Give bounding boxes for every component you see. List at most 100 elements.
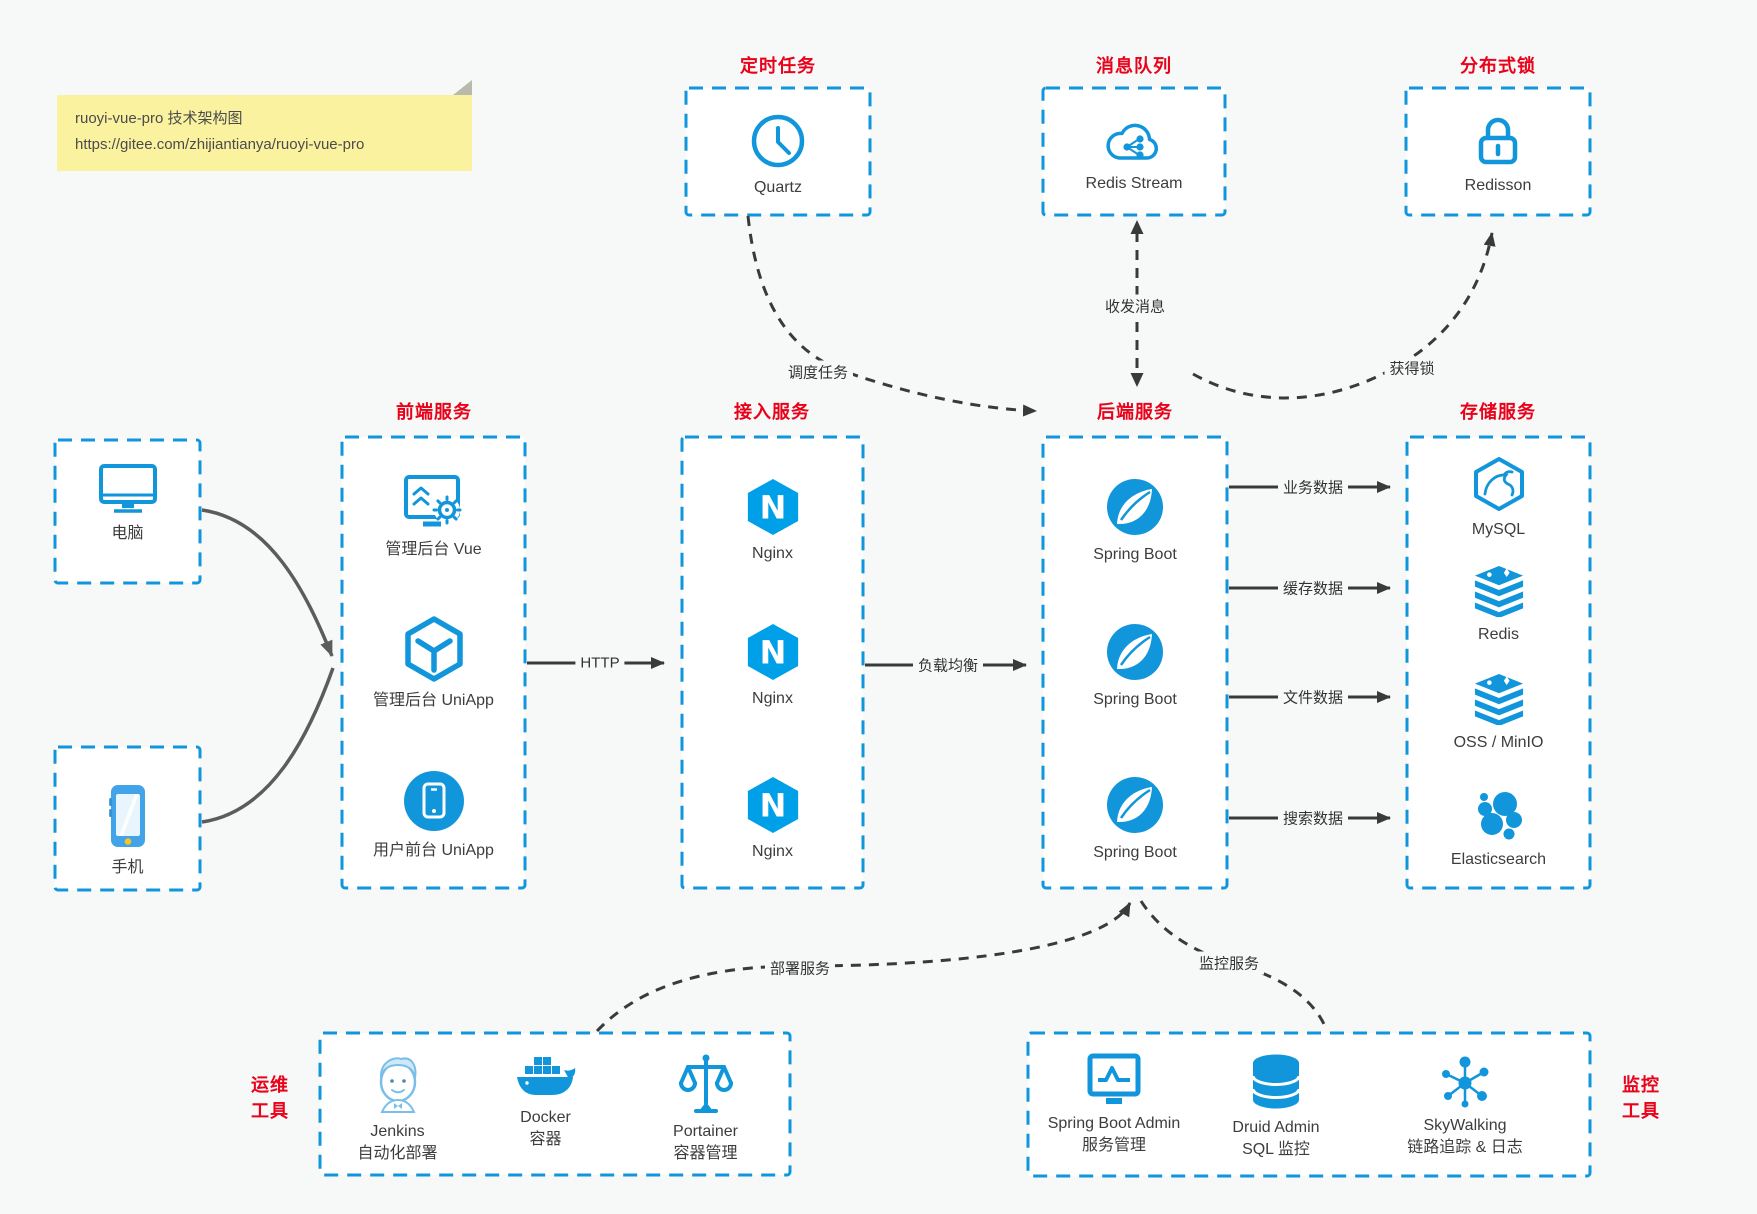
edge-label-http: HTTP <box>575 653 625 673</box>
node-jenkins: Jenkins 自动化部署 <box>330 1052 465 1164</box>
spring-boot-icon <box>1105 477 1165 537</box>
spring-boot-icon <box>1105 775 1165 835</box>
edge-schedule-task <box>746 215 1037 417</box>
node-label: 手机 <box>111 859 144 876</box>
edge-computer-to-frontend <box>201 508 334 657</box>
node-admin-vue: 管理后台 Vue <box>342 472 525 560</box>
edge-label-load-balance: 负载均衡 <box>912 653 984 677</box>
node-computer: 电脑 <box>55 462 200 544</box>
title-frontend: 前端服务 <box>396 402 472 422</box>
node-sublabel: 容器管理 <box>673 1145 738 1162</box>
portainer-scales-icon <box>677 1052 735 1116</box>
node-label: Nginx <box>752 843 793 860</box>
box-ops <box>318 1031 792 1177</box>
spring-boot-admin-icon <box>1084 1052 1144 1108</box>
node-label: Redis Stream <box>1085 175 1183 192</box>
title-dlock: 分布式锁 <box>1460 56 1536 76</box>
title-gateway: 接入服务 <box>734 402 810 422</box>
node-nginx-3: Nginx <box>682 776 863 862</box>
note-title: ruoyi-vue-pro 技术架构图 <box>75 110 243 127</box>
node-label: Spring Boot Admin <box>1047 1115 1181 1132</box>
title-mq: 消息队列 <box>1096 56 1172 76</box>
arrowhead-down-icon <box>1130 373 1144 387</box>
title-backend: 后端服务 <box>1097 402 1173 422</box>
node-label: Portainer <box>673 1123 738 1140</box>
node-label: 用户前台 UniApp <box>373 842 494 859</box>
node-label: Elasticsearch <box>1450 851 1547 868</box>
title-ops-line2: 工具 <box>251 1101 289 1121</box>
node-nginx-1: Nginx <box>682 478 863 564</box>
title-monitoring-line1: 监控 <box>1622 1075 1660 1095</box>
note-fold-icon <box>453 80 472 95</box>
computer-icon <box>96 462 160 516</box>
druid-database-icon <box>1249 1052 1303 1112</box>
node-label: Druid Admin <box>1232 1119 1320 1136</box>
node-spring-boot-2: Spring Boot <box>1043 622 1227 710</box>
node-phone: 手机 <box>55 782 200 878</box>
box-storage <box>1405 435 1592 890</box>
edge-label-cache-data: 缓存数据 <box>1277 576 1349 600</box>
edge-deploy <box>595 902 1132 1033</box>
edge-label-search-data: 搜索数据 <box>1277 806 1349 830</box>
node-sublabel: 自动化部署 <box>357 1145 438 1162</box>
user-app-icon <box>402 769 466 833</box>
node-docker: Docker 容器 <box>478 1056 613 1150</box>
edge-label-message: 收发消息 <box>1099 294 1171 318</box>
redis-stack-icon <box>1471 565 1527 617</box>
title-ops: 运维 工具 <box>233 1072 307 1124</box>
node-label: Spring Boot <box>1093 546 1177 563</box>
node-sublabel: 链路追踪 & 日志 <box>1407 1139 1523 1156</box>
jenkins-icon <box>370 1052 426 1116</box>
edge-get-lock <box>1192 232 1496 400</box>
admin-vue-icon <box>401 472 467 532</box>
edge-label-deploy: 部署服务 <box>764 956 836 980</box>
node-redisson: Redisson <box>1406 112 1590 196</box>
mysql-icon <box>1470 456 1528 512</box>
node-label: MySQL <box>1471 521 1526 538</box>
node-label: Spring Boot <box>1093 844 1177 861</box>
cloud-share-icon <box>1102 118 1166 166</box>
edge-label-lock: 获得锁 <box>1384 356 1440 380</box>
node-label: Nginx <box>752 545 793 562</box>
note-url: https://gitee.com/zhijiantianya/ruoyi-vu… <box>75 136 365 153</box>
box-timer <box>684 86 872 217</box>
node-quartz: Quartz <box>686 112 870 198</box>
node-redis: Redis <box>1407 565 1590 645</box>
edge-label-file-data: 文件数据 <box>1277 685 1349 709</box>
node-label: Jenkins <box>370 1123 425 1140</box>
node-sublabel: 容器 <box>529 1131 562 1148</box>
edge-phone-to-frontend <box>201 667 335 824</box>
node-label: Redis <box>1478 626 1519 643</box>
title-monitoring: 监控 工具 <box>1604 1072 1678 1124</box>
node-nginx-2: Nginx <box>682 623 863 709</box>
spring-boot-icon <box>1105 622 1165 682</box>
node-label: Nginx <box>752 690 793 707</box>
clock-icon <box>749 112 807 170</box>
node-user-uniapp: 用户前台 UniApp <box>342 769 525 861</box>
node-label: Redisson <box>1464 177 1532 194</box>
docker-icon <box>514 1056 578 1102</box>
title-timer: 定时任务 <box>740 56 816 76</box>
node-label: Docker <box>520 1109 571 1126</box>
nginx-icon <box>744 623 802 681</box>
lock-icon <box>1471 112 1525 168</box>
node-spring-boot-1: Spring Boot <box>1043 477 1227 565</box>
node-sublabel: 服务管理 <box>1081 1137 1146 1154</box>
sticky-note: ruoyi-vue-pro 技术架构图 https://gitee.com/zh… <box>57 80 472 171</box>
node-mysql: MySQL <box>1407 456 1590 540</box>
node-label: 管理后台 Vue <box>385 541 482 558</box>
title-storage: 存储服务 <box>1460 402 1536 422</box>
node-druid-admin: Druid Admin SQL 监控 <box>1191 1052 1361 1160</box>
nginx-icon <box>744 776 802 834</box>
node-label: Spring Boot <box>1093 691 1177 708</box>
node-spring-boot-3: Spring Boot <box>1043 775 1227 863</box>
uniapp-hexagon-icon <box>400 615 468 683</box>
node-label: SkyWalking <box>1423 1117 1507 1134</box>
node-portainer: Portainer 容器管理 <box>638 1052 773 1164</box>
nginx-icon <box>744 478 802 536</box>
node-admin-uniapp: 管理后台 UniApp <box>342 615 525 711</box>
edge-label-schedule: 调度任务 <box>782 360 854 384</box>
edge-label-monitor: 监控服务 <box>1193 951 1265 975</box>
